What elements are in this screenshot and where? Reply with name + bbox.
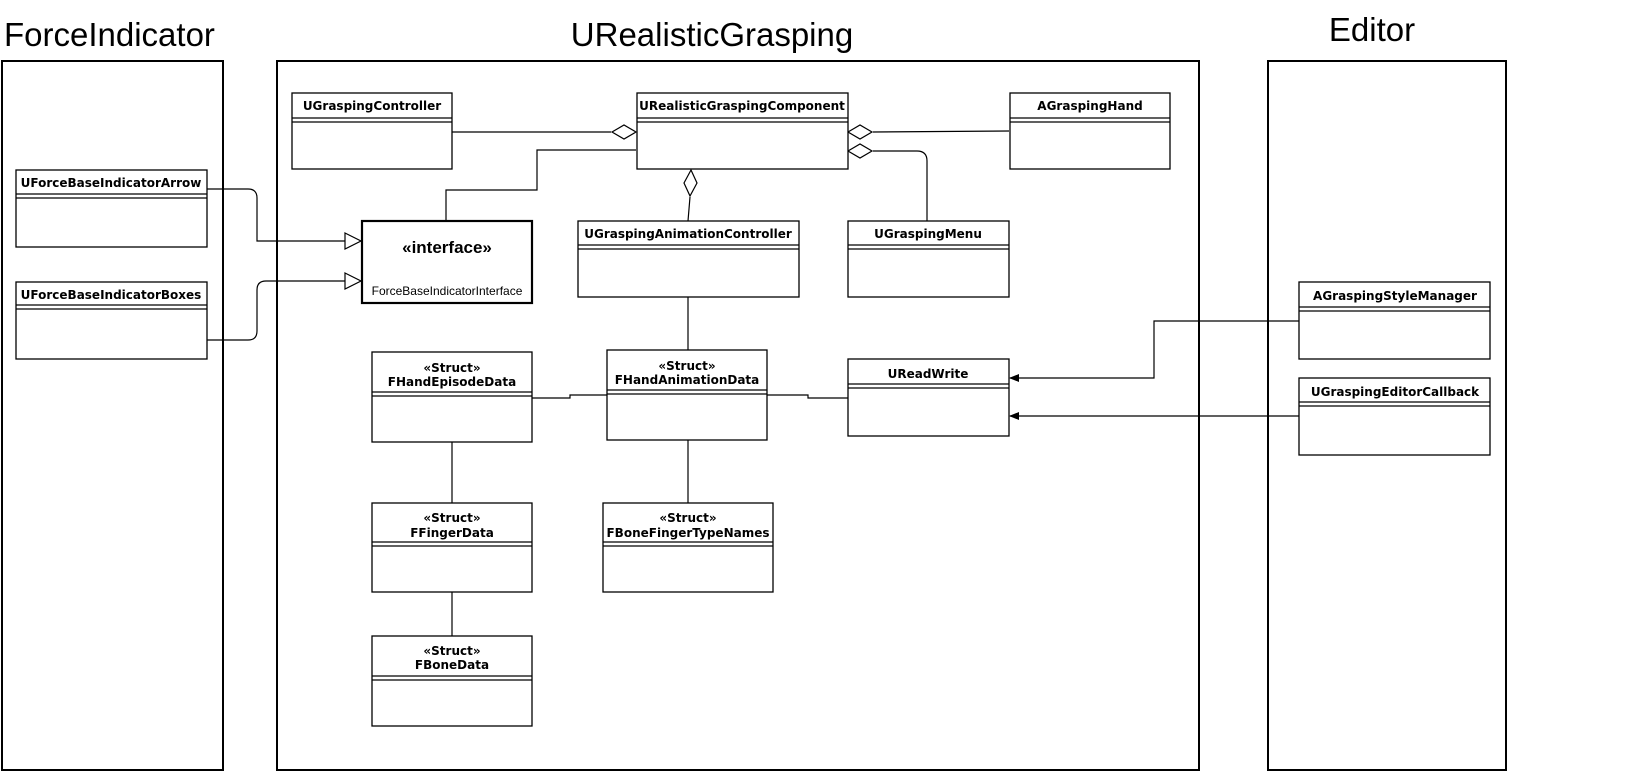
connectors [207, 124, 1299, 636]
class-name: FBoneData [415, 658, 489, 672]
class-name: UGraspingAnimationController [584, 227, 792, 241]
dependency-line-style-manager [1009, 320, 1299, 382]
class-uread-write[interactable]: UReadWrite [847, 358, 1010, 437]
package-title-editor: Editor [1329, 11, 1415, 48]
interface-name: ForceBaseIndicatorInterface [372, 284, 523, 298]
package-title-urealistic-grasping: URealisticGrasping [571, 16, 853, 53]
class-agrasping-style-manager[interactable]: AGraspingStyleManager [1298, 281, 1491, 360]
class-uforce-base-indicator-arrow[interactable]: UForceBaseIndicatorArrow [15, 169, 208, 248]
class-name: FFingerData [410, 526, 494, 540]
class-ugrasping-menu[interactable]: UGraspingMenu [847, 220, 1010, 298]
struct-stereotype: «Struct» [423, 361, 480, 375]
generalization-head-boxes [344, 272, 363, 290]
struct-ffinger-data[interactable]: «Struct» FFingerData [371, 502, 533, 593]
association-line-episode-animation [532, 394, 607, 399]
class-name: AGraspingStyleManager [1313, 289, 1477, 303]
class-agrasping-hand[interactable]: AGraspingHand [1009, 92, 1171, 170]
aggregation-diamond-anim-controller [683, 168, 698, 198]
struct-fhand-animation-data[interactable]: «Struct» FHandAnimationData [606, 349, 768, 441]
struct-fbone-data[interactable]: «Struct» FBoneData [371, 635, 533, 727]
class-name: UGraspingController [303, 99, 441, 113]
interface-stereotype: «interface» [402, 238, 492, 257]
generalization-line-arrow [207, 188, 345, 242]
class-ugrasping-editor-callback[interactable]: UGraspingEditorCallback [1298, 377, 1491, 456]
class-name: FHandAnimationData [615, 373, 760, 387]
class-urealistic-grasping-component[interactable]: URealisticGraspingComponent [636, 92, 849, 170]
class-name: UForceBaseIndicatorArrow [21, 176, 202, 190]
struct-fbone-finger-type-names[interactable]: «Struct» FBoneFingerTypeNames [602, 502, 774, 593]
class-name: AGraspingHand [1037, 99, 1142, 113]
class-name: UGraspingMenu [874, 227, 982, 241]
aggregation-line-anim-controller [687, 196, 691, 222]
struct-stereotype: «Struct» [423, 511, 480, 525]
generalization-line-boxes [207, 280, 345, 341]
class-ugrasping-controller[interactable]: UGraspingController [291, 92, 453, 170]
interface-force-base-indicator[interactable]: «interface» ForceBaseIndicatorInterface [360, 219, 534, 305]
package-title-force-indicator: ForceIndicator [4, 16, 215, 53]
struct-fhand-episode-data[interactable]: «Struct» FHandEpisodeData [371, 351, 533, 443]
generalization-head-arrow [344, 232, 363, 250]
aggregation-line-menu [873, 150, 928, 221]
class-name: FHandEpisodeData [388, 375, 516, 389]
class-name: UReadWrite [888, 367, 969, 381]
aggregation-diamond-controller [610, 124, 638, 140]
struct-stereotype: «Struct» [659, 511, 716, 525]
class-uforce-base-indicator-boxes[interactable]: UForceBaseIndicatorBoxes [15, 281, 208, 360]
aggregation-diamond-menu [846, 143, 874, 159]
class-name: UGraspingEditorCallback [1311, 385, 1480, 399]
class-name: UForceBaseIndicatorBoxes [21, 288, 202, 302]
aggregation-diamond-hand [846, 124, 874, 140]
association-line-interface [445, 149, 636, 221]
struct-stereotype: «Struct» [423, 644, 480, 658]
class-name: URealisticGraspingComponent [639, 99, 845, 113]
aggregation-line-hand [872, 130, 1010, 133]
struct-stereotype: «Struct» [658, 359, 715, 373]
association-line-animation-readwrite [767, 394, 848, 399]
class-ugrasping-animation-controller[interactable]: UGraspingAnimationController [577, 220, 800, 298]
class-name: FBoneFingerTypeNames [606, 526, 769, 540]
package-force-indicator: ForceIndicator [1, 16, 224, 771]
